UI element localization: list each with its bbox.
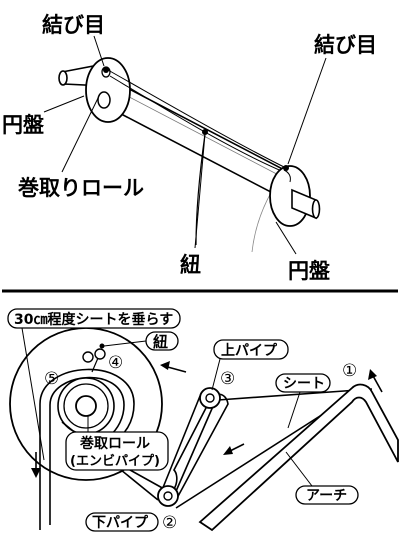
callout-string-text: 紐 xyxy=(153,333,168,351)
leader-upper-pipe xyxy=(211,358,221,391)
arch-beam xyxy=(198,383,399,532)
sheet-belt-right-2 xyxy=(159,395,201,496)
label-disc-left: 円盤 xyxy=(2,113,45,137)
leader-string-bottom xyxy=(103,340,147,347)
string-center-dot xyxy=(202,129,208,135)
leader-knot-left xyxy=(93,35,105,67)
callout-lower-pipe-text: 下パイプ xyxy=(92,515,149,531)
callout-hang-box xyxy=(7,308,181,329)
callout-hang-text: 30㎝程度シートを垂らす xyxy=(14,311,173,328)
sheet-belt-right xyxy=(169,403,215,506)
callout-upper-pipe-box xyxy=(213,339,289,360)
label-knot-right: 結び目 xyxy=(314,33,377,57)
shaft-left-cap xyxy=(58,70,68,86)
leader-sheet xyxy=(287,391,301,429)
roll-pipe xyxy=(75,395,97,417)
left-disc-hub xyxy=(97,91,111,109)
step-4: ④ xyxy=(108,353,123,373)
callout-sheet-text: シート xyxy=(283,376,325,392)
leader-roll xyxy=(61,93,101,173)
label-roll: 巻取りロール xyxy=(17,176,144,200)
step-5: ⑤ xyxy=(44,369,59,389)
knot-right-dot xyxy=(283,165,289,171)
leader-disc-left xyxy=(43,95,85,113)
leader-string xyxy=(194,133,206,249)
callout-roll-box xyxy=(65,431,169,471)
callout-sheet-box xyxy=(275,373,331,393)
arrow-top-left-icon xyxy=(160,361,187,373)
top-illustration: 結び目 円盤 巻取りロール 紐 結び目 円盤 xyxy=(2,13,377,283)
leader-disc-right xyxy=(275,221,297,255)
string-upper xyxy=(107,69,287,169)
leader-hang xyxy=(21,327,45,461)
leader-arch xyxy=(285,451,313,487)
arrow-down-left-icon xyxy=(31,452,41,478)
shaft-right-cap xyxy=(311,199,321,219)
callout-upper-pipe-text: 上パイプ xyxy=(221,343,278,359)
step-3: ③ xyxy=(220,369,235,389)
label-string-top: 紐 xyxy=(180,253,201,277)
knot-left-dot xyxy=(103,67,109,73)
knot-4-ring xyxy=(94,348,106,360)
knot-4-ring-2 xyxy=(82,351,94,363)
sheet-to-arch xyxy=(217,388,373,401)
callout-arch-text: アーチ xyxy=(306,488,347,504)
callout-roll-text-2: (エンビパイプ) xyxy=(70,453,160,469)
label-knot-left: 結び目 xyxy=(42,13,105,37)
step-1: ① xyxy=(342,361,357,381)
label-disc-right: 円盤 xyxy=(288,259,331,283)
upper-pipe-inner xyxy=(205,393,215,403)
lower-pipe-inner xyxy=(163,491,173,501)
callout-arch-box xyxy=(295,485,359,505)
bottom-diagram: 30㎝程度シートを垂らす 紐 上パイプ シート 巻取ロール (エンビパイプ) 下… xyxy=(7,308,399,533)
step-2: ② xyxy=(162,513,177,533)
callout-lower-pipe-box xyxy=(85,512,159,532)
left-disc xyxy=(85,57,131,123)
arrow-right-up-icon xyxy=(368,369,383,393)
string-hang-small xyxy=(91,357,99,373)
knot-4-dot xyxy=(99,343,105,349)
string-lower xyxy=(109,75,285,173)
arrow-middle-icon xyxy=(223,443,245,455)
roll-tube-highlight xyxy=(111,87,293,183)
callout-roll-text-1: 巻取ロール xyxy=(80,435,150,452)
leader-knot-right xyxy=(287,57,327,165)
knot-right-loop xyxy=(283,169,291,183)
